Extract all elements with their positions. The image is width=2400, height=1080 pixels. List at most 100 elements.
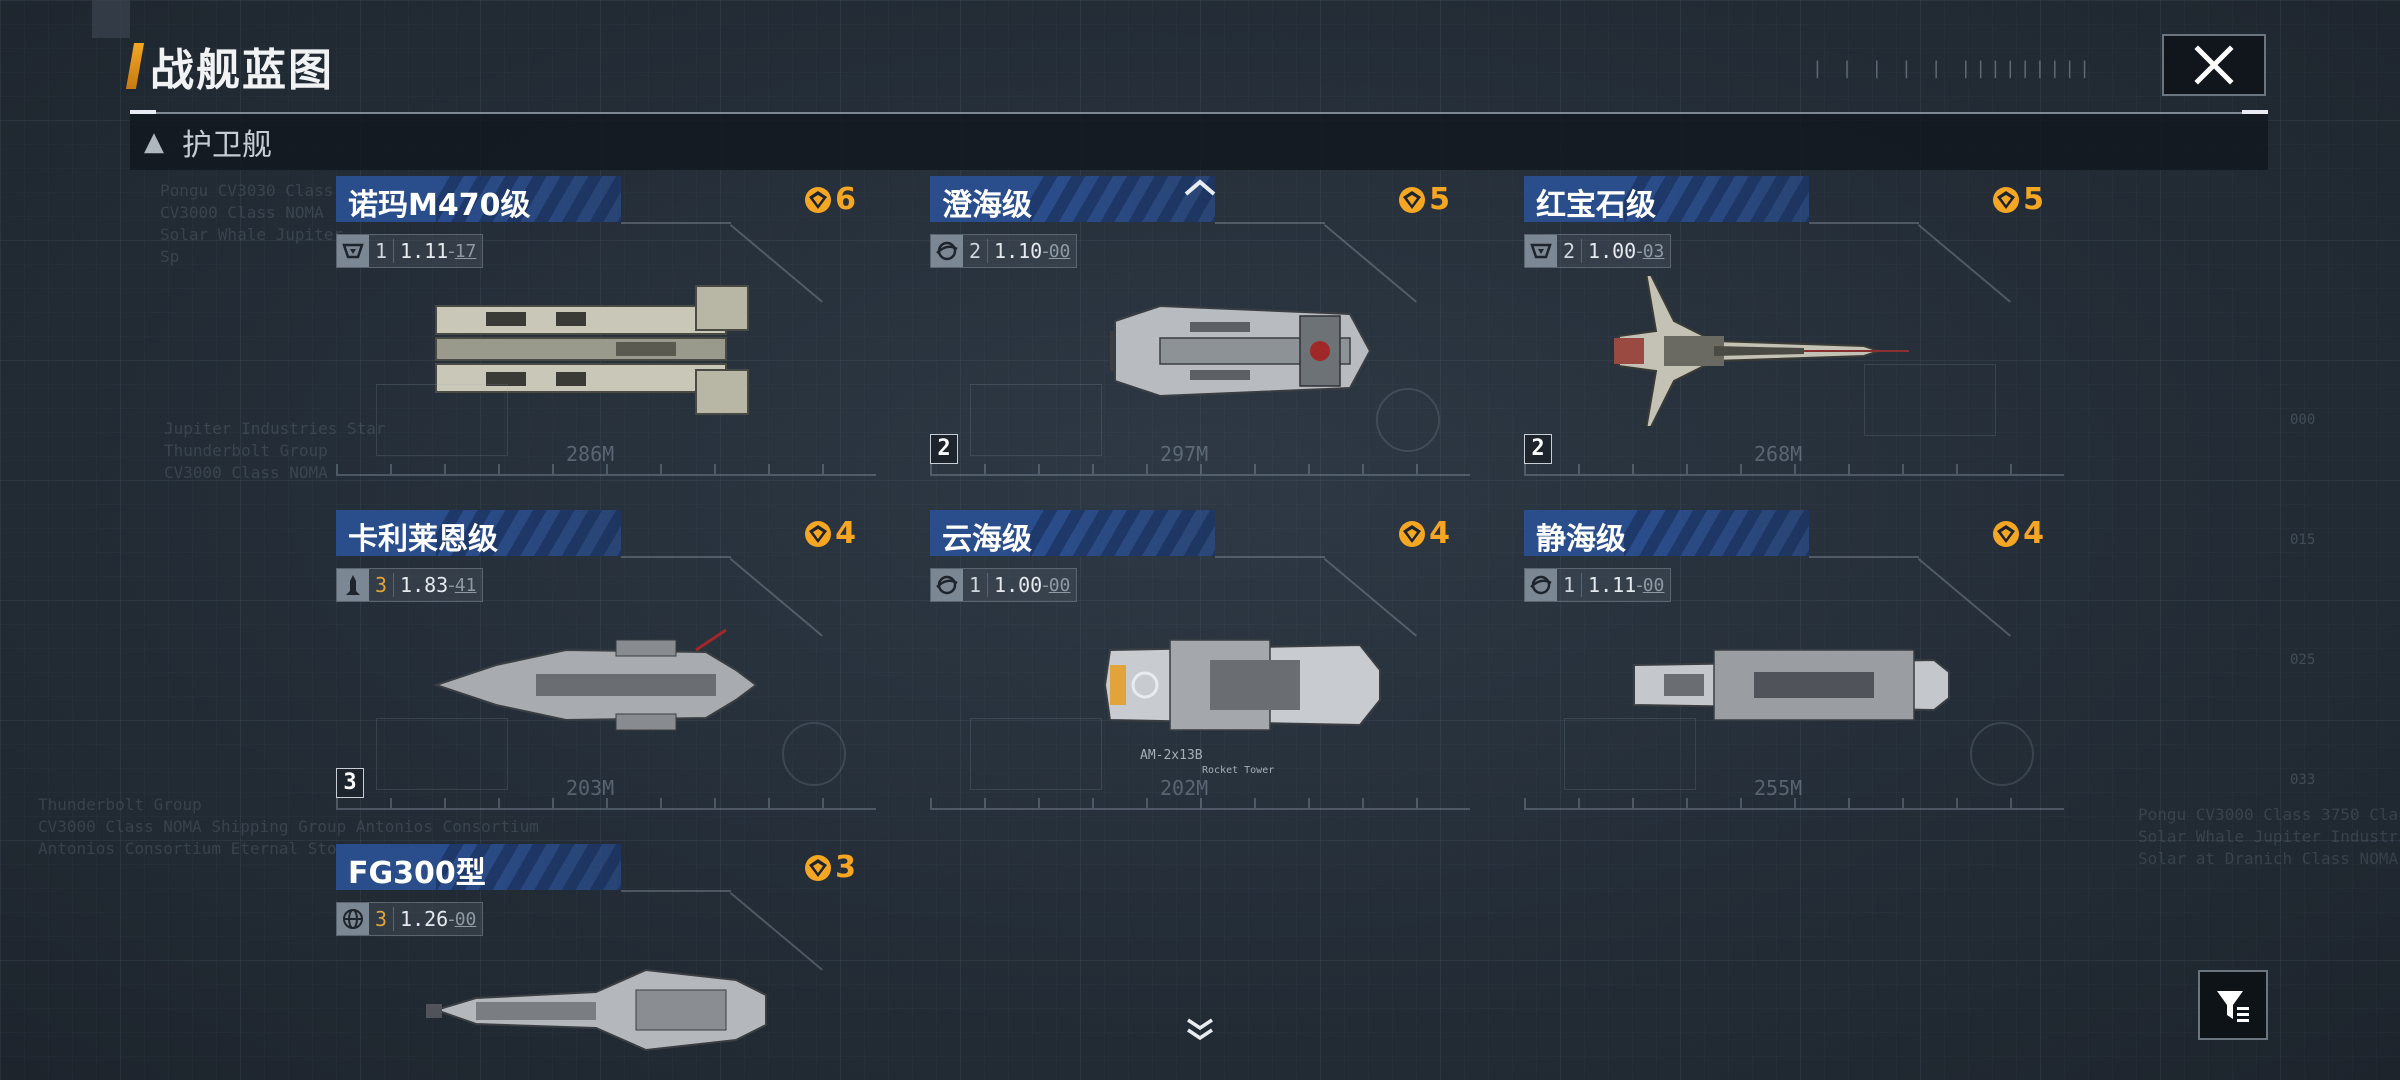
blueprint-sketch: [1864, 364, 1996, 436]
close-button[interactable]: [2162, 34, 2266, 96]
cost-value: 4: [2023, 516, 2044, 551]
close-icon: [2194, 45, 2234, 85]
ship-tier: 2: [1557, 239, 1583, 263]
ship-tier: 3: [369, 907, 395, 931]
ship-blueprint-image: [435, 285, 749, 415]
leader-line: [1215, 556, 1325, 618]
stat-sub-value: 00: [1048, 574, 1071, 596]
blueprint-baseline: [1524, 474, 2064, 476]
stat-main-value: 1.10: [994, 239, 1043, 263]
stat-sub-value: 00: [454, 908, 477, 930]
weapon-label: AM-2x13B: [1140, 748, 1203, 763]
ship-card-chenghai[interactable]: 澄海级 5 2 1.10 - 00 297M 2: [930, 176, 1470, 476]
cost-badge: 3: [803, 850, 856, 885]
ship-card-hongbaoshi[interactable]: 红宝石级 5 2 1.00 - 03 268M 2: [1524, 176, 2064, 476]
owned-count-badge: 2: [1524, 434, 1552, 464]
corner-decoration: [92, 0, 130, 38]
cost-value: 5: [2023, 182, 2044, 217]
ship-blueprint-image: [426, 968, 767, 1052]
ship-card-header: [336, 510, 621, 556]
arrow-badge-icon: [1525, 235, 1557, 267]
ship-card-header: [930, 176, 1215, 222]
globe-ring-icon: [931, 235, 963, 267]
cost-badge: 4: [1397, 516, 1450, 551]
owned-count-badge: 2: [930, 434, 958, 464]
cost-value: 5: [1429, 182, 1450, 217]
scroll-down-double-chevron-icon[interactable]: [1180, 1014, 1220, 1046]
rocket-icon: [337, 569, 369, 601]
ship-length: 268M: [1754, 442, 1803, 466]
blueprint-ruler: [336, 464, 876, 474]
scroll-up-chevron-icon[interactable]: [1180, 172, 1220, 202]
ship-blueprint-image: [1633, 649, 1950, 721]
blueprint-baseline: [1524, 808, 2064, 810]
header-divider: [130, 110, 2268, 114]
cost-badge: 4: [803, 516, 856, 551]
page-title: 战舰蓝图: [150, 45, 334, 96]
leader-line: [1809, 222, 1919, 284]
ship-blueprint-image: [432, 628, 758, 731]
globe-ring-icon: [1525, 569, 1557, 601]
weapon-annotation: AM-2x13B: [1140, 748, 1203, 763]
background-text: Pongu CV3000 Class 3750 Class Solar Whal…: [2138, 805, 2400, 868]
ship-card-header: [336, 176, 621, 222]
blueprint-sketch: [376, 718, 508, 790]
ship-stats: 3 1.83 - 41: [336, 568, 484, 602]
cost-badge: 6: [803, 182, 856, 217]
ship-stats: 1 1.00 - 00: [930, 568, 1078, 602]
leader-line: [1215, 222, 1325, 284]
cost-badge: 4: [1991, 516, 2044, 551]
ship-tier: 2: [963, 239, 989, 263]
ship-name: 静海级: [1536, 522, 1626, 557]
cost-value: 4: [1429, 516, 1450, 551]
ship-blueprint-image: [1614, 276, 1909, 426]
stat-sub-value: 03: [1642, 240, 1665, 262]
ship-name: 澄海级: [942, 188, 1032, 223]
arrow-badge-icon: [337, 235, 369, 267]
background-text: Thunderbolt Group CV3000 Class NOMA Ship…: [38, 795, 539, 858]
ship-tier: 1: [963, 573, 989, 597]
ship-name: 红宝石级: [1536, 188, 1656, 223]
title-accent-bar: [125, 43, 145, 89]
ship-card-nuoma-m470[interactable]: 诺玛M470级 6 1 1.11 - 17 286M: [336, 176, 876, 476]
blueprint-sketch: [970, 718, 1102, 790]
blueprint-ruler: [336, 798, 876, 808]
ship-blueprint-image: [1103, 639, 1381, 731]
ship-card-yunhai[interactable]: 云海级 4 1 1.00 - 00 AM-2x13B Rocket Tower …: [930, 510, 1470, 810]
ship-card-kalilaien[interactable]: 卡利莱恩级 4 3 1.83 - 41 203M 3: [336, 510, 876, 810]
blueprint-sketch: [1564, 718, 1696, 790]
command-point-icon: [1399, 186, 1426, 213]
stat-main-value: 1.00: [994, 573, 1043, 597]
ship-card-header: [1524, 176, 1809, 222]
ship-card-jinghai[interactable]: 静海级 4 1 1.11 - 00 255M: [1524, 510, 2064, 810]
blueprint-circle: [782, 722, 846, 786]
ship-card-fg300[interactable]: FG300型 3 3 1.26 - 00: [336, 844, 876, 1080]
ship-stats: 1 1.11 - 00: [1524, 568, 1672, 602]
category-header-frigate[interactable]: ▲ 护卫舰: [130, 114, 2268, 170]
leader-line: [621, 556, 731, 618]
blueprint-baseline: [336, 808, 876, 810]
stat-main-value: 1.11: [400, 239, 449, 263]
owned-count-badge: 3: [336, 768, 364, 798]
ship-stats: 1 1.11 - 17: [336, 234, 484, 268]
cost-badge: 5: [1397, 182, 1450, 217]
blueprint-baseline: [930, 808, 1470, 810]
blueprint-ruler: [930, 798, 1470, 808]
command-point-icon: [805, 186, 832, 213]
cost-value: 4: [835, 516, 856, 551]
command-point-icon: [1399, 520, 1426, 547]
stat-sub-value: 17: [454, 240, 477, 262]
blueprint-baseline: [930, 474, 1470, 476]
ship-stats: 3 1.26 - 00: [336, 902, 484, 936]
ship-stats: 2 1.10 - 00: [930, 234, 1078, 268]
collapse-triangle-icon: ▲: [144, 127, 164, 157]
filter-button[interactable]: [2198, 970, 2268, 1040]
blueprint-circle: [1970, 722, 2034, 786]
ship-stats: 2 1.00 - 03: [1524, 234, 1672, 268]
ship-name: 诺玛M470级: [348, 188, 531, 223]
cost-value: 3: [835, 850, 856, 885]
blueprint-ruler: [1524, 798, 2064, 808]
globe-ring-icon: [931, 569, 963, 601]
ship-length: 202M: [1160, 776, 1209, 800]
ship-name: 卡利莱恩级: [348, 522, 498, 557]
